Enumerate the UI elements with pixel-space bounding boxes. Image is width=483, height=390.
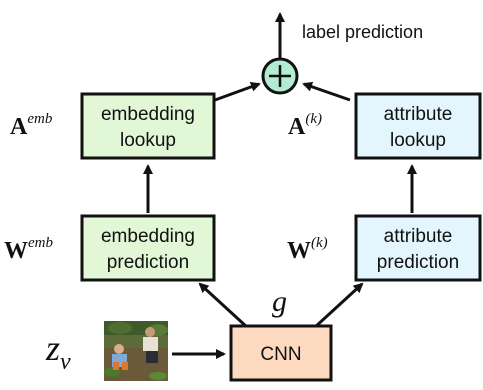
output-label: label prediction	[302, 22, 423, 42]
attr-lookup-to-plus-arrow	[302, 81, 351, 102]
embedding-lookup-line2: lookup	[120, 130, 176, 151]
cnn-to-emb-pred-arrow	[198, 282, 250, 330]
embedding-prediction-line2: prediction	[107, 252, 189, 273]
a-k-label: A(k)	[288, 111, 322, 140]
w-k-label: W(k)	[287, 235, 328, 264]
embedding-lookup-box	[80, 92, 216, 160]
embedding-prediction-box	[80, 214, 216, 282]
cnn-box	[229, 324, 333, 382]
input-photo	[104, 321, 168, 381]
embedding-lookup-line1: embedding	[101, 104, 195, 125]
attribute-prediction-line2: prediction	[377, 252, 459, 273]
g-label: g	[272, 285, 287, 318]
cnn-label: CNN	[260, 344, 301, 365]
a-emb-label: Aemb	[10, 111, 53, 140]
attribute-prediction-line1: attribute	[384, 226, 453, 247]
emb-lookup-to-plus-arrow	[214, 82, 261, 102]
attribute-lookup-line2: lookup	[390, 130, 446, 151]
z-v-label: zv	[45, 328, 71, 375]
attribute-prediction-box	[354, 214, 482, 282]
embedding-prediction-line1: embedding	[101, 226, 195, 247]
sum-node	[261, 57, 299, 95]
attribute-lookup-line1: attribute	[384, 104, 453, 125]
w-emb-label: Wemb	[4, 235, 53, 264]
cnn-to-attr-pred-arrow	[312, 282, 364, 330]
attribute-lookup-box	[354, 92, 482, 160]
